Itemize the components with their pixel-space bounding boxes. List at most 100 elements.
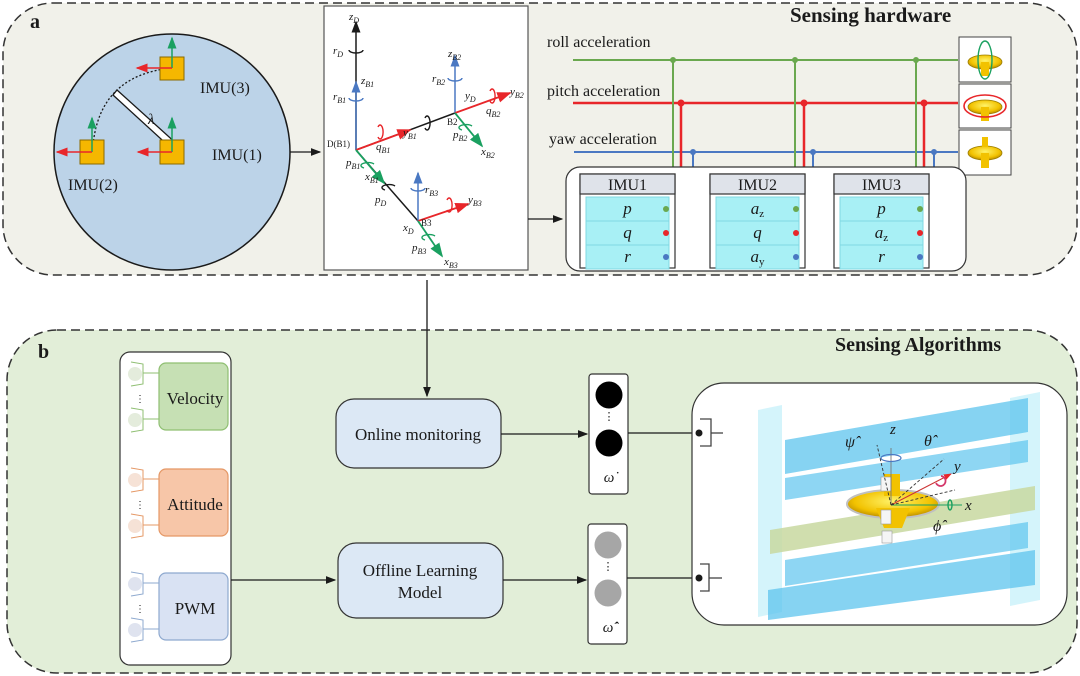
signal-port: [917, 230, 923, 236]
estimated-axis: [890, 489, 956, 506]
imu1-label: IMU(1): [212, 147, 262, 164]
label-xB2: xB2: [480, 146, 495, 160]
rB1-rotation-icon: [348, 97, 364, 102]
imu-table-cell: [585, 220, 670, 246]
output-node: [594, 531, 622, 559]
label-qB2: qB2: [486, 105, 500, 119]
estimated-axis: [876, 444, 892, 506]
imu-table-cell: [715, 196, 800, 222]
xB3-axis: [417, 220, 444, 258]
label-xB3: xB3: [443, 256, 458, 270]
input-node: [128, 473, 142, 487]
pD-rotation-icon: [381, 183, 396, 191]
panel-b-label: b: [38, 341, 49, 363]
roll-acceleration-label: roll acceleration: [547, 34, 651, 51]
yB2-axis: [454, 92, 512, 114]
panel-b-title: Sensing Algorithms: [835, 334, 1001, 356]
input-feature-box: [158, 572, 229, 641]
pitch-acceleration-label: pitch acceleration: [547, 83, 660, 100]
imu-table-header: [579, 173, 676, 195]
yB1-axis: [355, 129, 412, 151]
imu-table-title: IMU2: [738, 177, 777, 194]
imu-table-cell: [715, 244, 800, 270]
panel-a: a Sensing hardware λ IMU(3) IMU(2): [2, 2, 1078, 276]
output-node: [595, 429, 623, 457]
imu-table-header: [709, 173, 806, 195]
label-rD: rD: [333, 45, 343, 59]
label-yD: yD: [464, 90, 476, 104]
rB3-rotation-icon: [410, 187, 426, 192]
label-zB1: zB1: [360, 75, 374, 89]
imu-table-value: ay: [751, 247, 766, 268]
imu-table-value: r: [878, 247, 885, 266]
output-node: [595, 381, 623, 409]
label-zB2: zB2: [447, 48, 461, 62]
scene-y-axis: [890, 473, 952, 506]
label-pB1: pB1: [345, 157, 360, 171]
yaw-thumbnail: [958, 129, 1012, 176]
imu-table-value: az: [751, 199, 765, 220]
label-yB2: yB2: [509, 86, 524, 100]
input-group-velocity: ⋮Velocity: [128, 361, 229, 433]
rB2-rotation-icon: [447, 77, 463, 82]
online-monitoring-label: Online monitoring: [355, 425, 482, 444]
offline-learning-label-1: Offline Learning: [363, 561, 478, 580]
input-group-pwm: ⋮ PWM: [128, 571, 229, 643]
imu2-label: IMU(2): [68, 177, 118, 194]
imu-table-value: az: [875, 223, 889, 244]
roll-rotation-icon: [947, 499, 953, 511]
input-node: [128, 623, 142, 637]
input-feature-label: PWM: [175, 599, 216, 618]
label-zD: zD: [348, 11, 359, 25]
online-output-vector: ⋮ ω̇: [588, 373, 629, 495]
pitch-rotation-icon: [963, 94, 1007, 118]
imu-table-title: IMU1: [608, 177, 647, 194]
qB1-rotation-icon: [377, 124, 384, 140]
x-label: x: [964, 498, 972, 514]
attitude-thumbnails: [958, 36, 1012, 176]
input-feature-label: Attitude: [167, 495, 223, 514]
label-rB3: rB3: [425, 184, 438, 198]
imu-table-value: q: [623, 223, 632, 242]
attitude-estimation-scene: ψ̂ z θ̂ y x ϕ̂: [691, 382, 1068, 626]
input-groups: ⋮Velocity⋮Attitude⋮PWM: [128, 361, 229, 643]
xB1-axis: [355, 149, 386, 185]
frame-box: [323, 5, 529, 271]
yB3-axis: [417, 202, 470, 222]
panel-a-label: a: [30, 11, 40, 33]
panel-a-title: Sensing hardware: [790, 3, 951, 27]
imu-table-value: r: [624, 247, 631, 266]
imu3-label: IMU(3): [200, 80, 250, 97]
imu-table-value: q: [753, 223, 762, 242]
input-group-attitude: ⋮ Attitude: [128, 467, 229, 539]
signal-port: [663, 206, 669, 212]
signal-port: [793, 254, 799, 260]
label-yB1: yB1: [402, 127, 417, 141]
imu-layout-disk: λ IMU(3) IMU(2) IMU(1): [53, 33, 291, 271]
ellipsis-dots: ⋮: [135, 500, 145, 511]
input-node: [128, 577, 142, 591]
label-pB3: pB3: [411, 242, 426, 256]
ellipsis-dots: ⋮: [135, 394, 145, 405]
imu-table-1: IMU1 pqr: [579, 173, 676, 270]
signal-port: [793, 206, 799, 212]
imu-table-value: p: [622, 199, 632, 218]
label-qB1: qB1: [376, 141, 390, 155]
yaw-rotation-icon: [880, 453, 902, 463]
y-label: y: [952, 459, 961, 475]
ellipsis-dots: ⋮: [135, 604, 145, 615]
label-xB1: xB1: [364, 171, 379, 185]
imu-table-title: IMU3: [862, 177, 901, 194]
imu-tables: IMU1 pqr IMU2 az q ay IMU3 p az r: [579, 173, 930, 270]
label-yB3: yB3: [467, 194, 482, 208]
yaw-acceleration-label: yaw acceleration: [549, 131, 657, 148]
label-B3: B3: [421, 218, 432, 228]
signal-port: [663, 230, 669, 236]
estimated-axis: [890, 458, 945, 506]
plane-layer: [785, 522, 1028, 586]
plane-layer: [785, 440, 1028, 500]
input-feature-box: [158, 362, 229, 431]
pB2-rotation-icon: [458, 123, 473, 131]
